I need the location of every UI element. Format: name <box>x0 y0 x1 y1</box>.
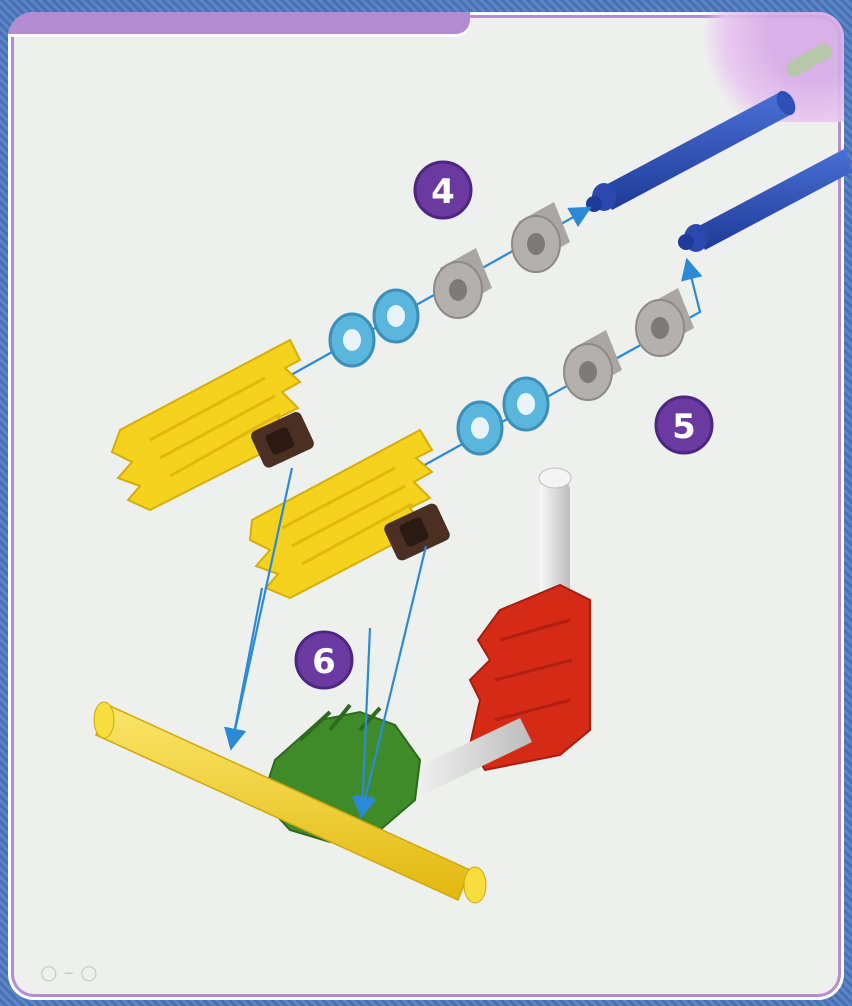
page-number: ○ – ○ <box>40 960 98 984</box>
step-number-6: 6 <box>312 642 336 682</box>
step-badge-6: 6 <box>296 632 352 688</box>
step-5-gray-spacers <box>564 288 694 400</box>
blue-rod-lower <box>678 148 852 252</box>
step-5-light-blue-spacers <box>458 378 548 454</box>
step-badge-4: 4 <box>415 162 471 218</box>
yellow-rod <box>94 702 486 903</box>
step-badge-5: 5 <box>656 397 712 453</box>
step-number-5: 5 <box>672 407 696 447</box>
yellow-connector-left <box>112 340 316 510</box>
step-4-gray-spacers <box>434 202 570 318</box>
step-number-4: 4 <box>431 172 455 212</box>
